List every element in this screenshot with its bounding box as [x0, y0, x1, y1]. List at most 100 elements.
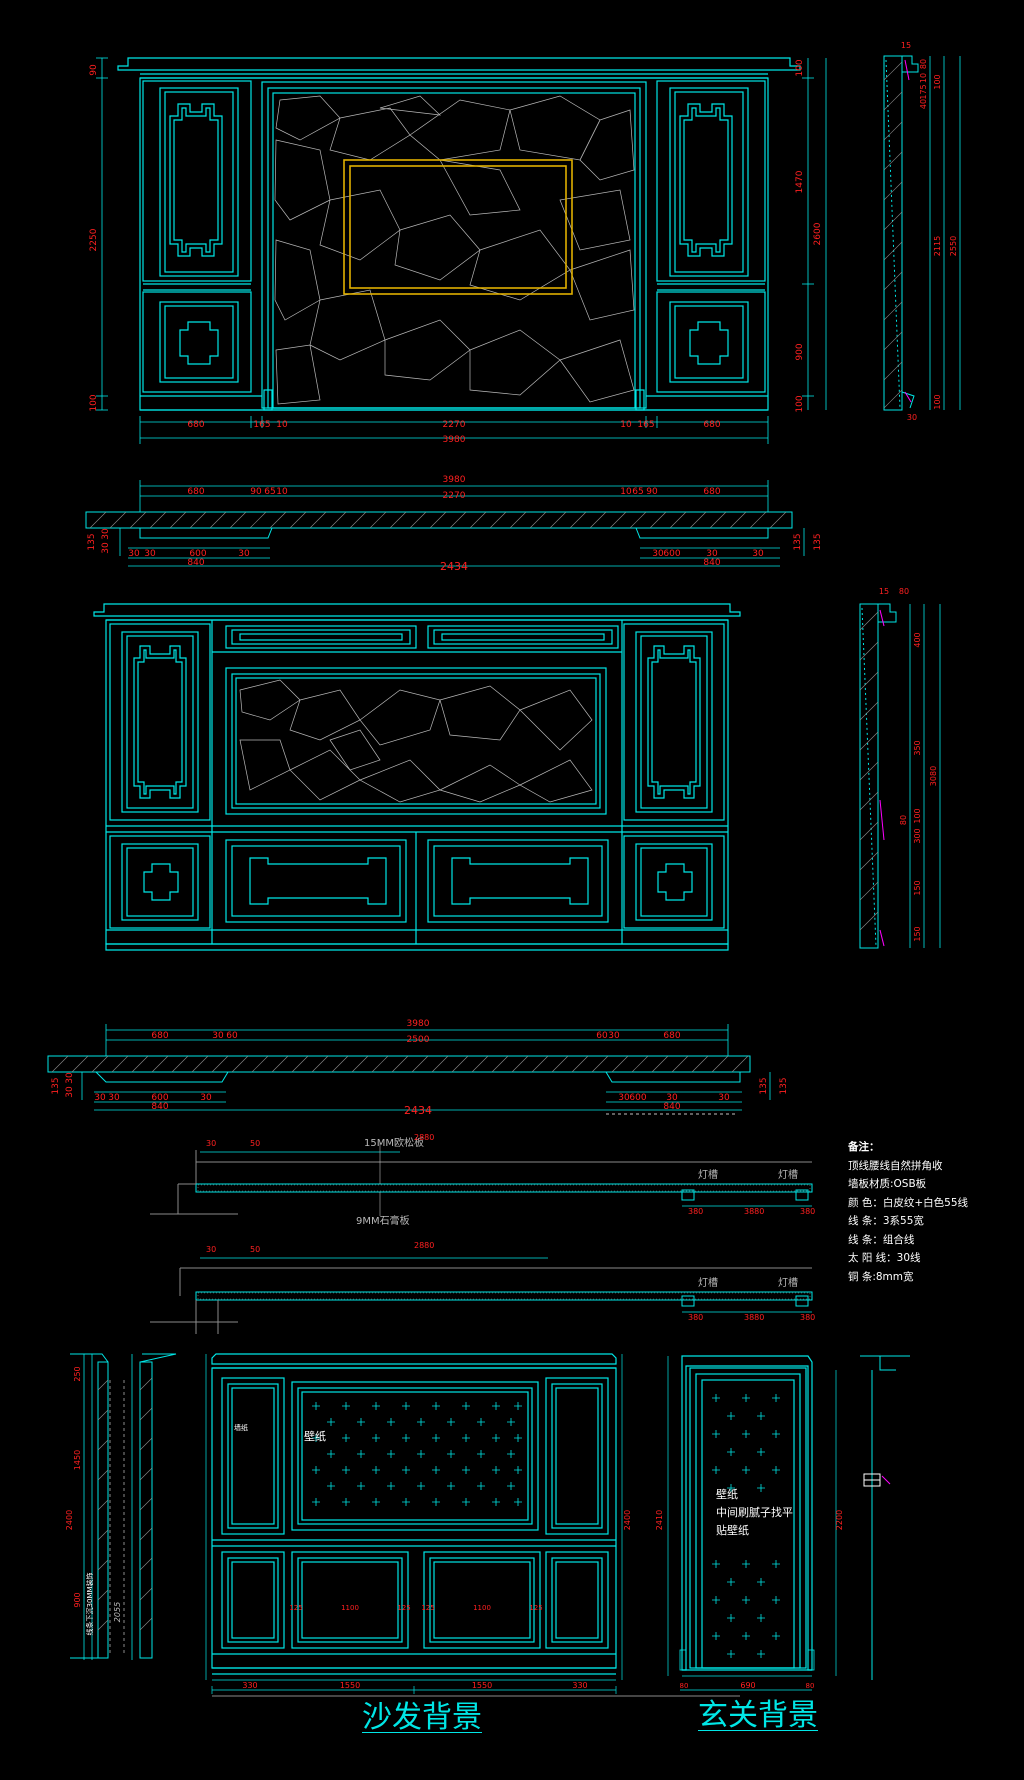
plan1-top-7: 90: [646, 487, 658, 497]
elevation-1-dims: [96, 57, 827, 444]
notes-heading: 备注：: [848, 1141, 880, 1153]
tv-frame: [343, 159, 573, 295]
plan2-top-total: 3980: [407, 1019, 430, 1029]
plan2-bottom-7: 30: [718, 1093, 730, 1103]
elevation-1: [117, 57, 801, 411]
ceiling1-dim-bottom-0: 380: [688, 1207, 703, 1216]
entrance-label-3: 贴壁纸: [716, 1523, 749, 1537]
notes-line: 铜 条:8mm宽: [848, 1270, 914, 1283]
section-1-hatch: [883, 61, 903, 409]
section1-dim-8: 100: [933, 394, 942, 409]
ceiling2-dim-top-2: 2880: [414, 1241, 434, 1250]
plan1-bottom-6: 30: [706, 549, 718, 559]
section1-dim-0: 15: [901, 41, 911, 50]
plan1-top-3: 10: [276, 487, 288, 497]
section2-dim-3: 350: [913, 740, 922, 755]
entrance-section-detail: [860, 1355, 910, 1680]
section2-dim-6: 80: [899, 815, 908, 825]
plan1-side-right-0: 135: [793, 533, 803, 550]
tufting-entrance: [712, 1394, 780, 1658]
plan2-bottom-0: 30: [94, 1093, 106, 1103]
section-2: [859, 603, 941, 949]
ceiling-section-2-text: 灯槽 灯槽 30 50 2880 380 3880 380: [206, 1241, 815, 1322]
notes-line: 顶线腰线自然拼角收: [848, 1159, 943, 1172]
elevation-1-dim-text: 90 2250 100 100 1470 2600 900 100 680 16…: [89, 59, 823, 445]
sofa-wallpaper-label: 壁纸: [304, 1429, 326, 1443]
section2-dim-5: 100: [913, 808, 922, 823]
elev1-dim-total: 3980: [443, 435, 466, 445]
sofa-bottom-dim-2: 1550: [472, 1681, 492, 1690]
plan1-bottom-5: 600: [663, 549, 680, 559]
entrance-dims: [667, 1356, 837, 1691]
plan-2-dim-text: 3980 680 30 60 2500 60 30 680 135 30 30 …: [51, 1019, 789, 1117]
plan2-sub-1: 840: [663, 1102, 680, 1112]
plan1-side-left-2: 30: [101, 542, 111, 554]
ceiling2-dim-bottom-2: 380: [800, 1313, 815, 1322]
plan2-bottom-3: 30: [200, 1093, 212, 1103]
elev1-dim-bottom-1: 165: [253, 420, 270, 430]
plan2-bottom-6: 30: [666, 1093, 678, 1103]
section-2-dim-text: 15 80 400 350 300 100 80 150 150 3080: [879, 587, 938, 942]
entrance-wall: [679, 1355, 815, 1677]
plan2-side-left-0: 135: [51, 1077, 61, 1094]
plan2-side-right-1: 135: [779, 1077, 789, 1094]
plan2-side-right-0: 135: [759, 1077, 769, 1094]
plan1-bottom-3: 30: [238, 549, 250, 559]
ceiling1-label-bottom: 9MM石膏板: [356, 1214, 410, 1227]
entrance-label: 壁纸: [716, 1487, 738, 1501]
entrance-dim-1: 2200: [835, 1510, 844, 1530]
notes-line: 太 阳 线：30线: [848, 1252, 921, 1264]
sofa-bottom-dim-3: 330: [572, 1681, 587, 1690]
plan1-bottom-7: 30: [752, 549, 764, 559]
plan2-bottom-4: 30: [618, 1093, 630, 1103]
plan2-top-2: 60: [226, 1031, 238, 1041]
plan1-side-right-1: 135: [813, 533, 823, 550]
ceiling1-label-top: 15MM欧松板: [364, 1136, 424, 1149]
ceiling1-light-1: 灯槽: [778, 1168, 798, 1181]
plan1-side-left-0: 135: [87, 533, 97, 550]
section1-dim-4: 40: [919, 99, 928, 109]
section1-dim-3: 175: [919, 84, 928, 99]
plan2-side-left-1: 30: [65, 1072, 75, 1084]
elev1-dim-left-0: 90: [89, 64, 99, 76]
notes-block: 备注： 顶线腰线自然拼角收 墙板材质:OSB板 颜 色：白皮纹+白色55线 线 …: [848, 1138, 1024, 1286]
entrance-wall-text: 壁纸 中间刷腻子找平 贴壁纸 2410 2200 80 690 80: [655, 1487, 844, 1690]
section-1: [883, 55, 961, 411]
plan2-side-left-2: 30: [65, 1086, 75, 1098]
entrance-label-2: 中间刷腻子找平: [716, 1505, 793, 1519]
ceiling-section-1-text: 15MM欧松板 9MM石膏板 灯槽 灯槽 30 50 2880 380 3880…: [206, 1133, 815, 1227]
sofa-wall-dims: [205, 1354, 740, 1697]
plan2-bottom-2: 600: [151, 1093, 168, 1103]
plan2-top-0: 680: [151, 1031, 168, 1041]
elev1-dim-right-2: 2600: [813, 222, 823, 245]
plan1-top-1: 90: [250, 487, 262, 497]
notes-line: 墙板材质:OSB板: [848, 1178, 927, 1190]
notes-line: 线 条：组合线: [848, 1233, 915, 1246]
section1-dim-6: 2115: [933, 236, 942, 256]
elev1-dim-bottom-0: 680: [187, 420, 204, 430]
plan-1-dim-text: 3980 680 90 65 10 2270 10 65 90 680 135 …: [87, 475, 823, 573]
section2-dim-4: 300: [913, 828, 922, 843]
entrance-background-caption: 玄关背景: [698, 1698, 818, 1733]
section-1-dim-text: 15 80 10 175 40 100 2115 2550 100 30: [901, 41, 958, 422]
sofa-bottom-dim-1: 1550: [340, 1681, 360, 1690]
plan1-top-2: 65: [264, 487, 275, 497]
sofa-right-dim: 2400: [623, 1510, 632, 1530]
sofa-mid-dim-2: 125: [397, 1604, 410, 1612]
ceiling1-dim-bottom-1: 3880: [744, 1207, 764, 1216]
ceiling2-dim-bottom-1: 3880: [744, 1313, 764, 1322]
ceiling2-dim-top-1: 50: [250, 1245, 260, 1254]
sofa-mid-dim-1: 1100: [341, 1604, 359, 1612]
ceiling2-light-0: 灯槽: [698, 1276, 718, 1289]
elev1-dim-left-2: 100: [89, 394, 99, 411]
section2-dim-2: 400: [913, 632, 922, 647]
section2-dim-8: 150: [913, 926, 922, 941]
sofa-mid-dim-4: 1100: [473, 1604, 491, 1612]
sofa-left-dim-2: 900: [73, 1592, 82, 1607]
elev1-dim-left-1: 2250: [89, 228, 99, 251]
elev1-dim-right-1: 1470: [795, 170, 805, 193]
plan2-top-6: 680: [663, 1031, 680, 1041]
elev1-dim-right-3: 900: [795, 343, 805, 360]
plan2-top-1: 30: [212, 1031, 224, 1041]
